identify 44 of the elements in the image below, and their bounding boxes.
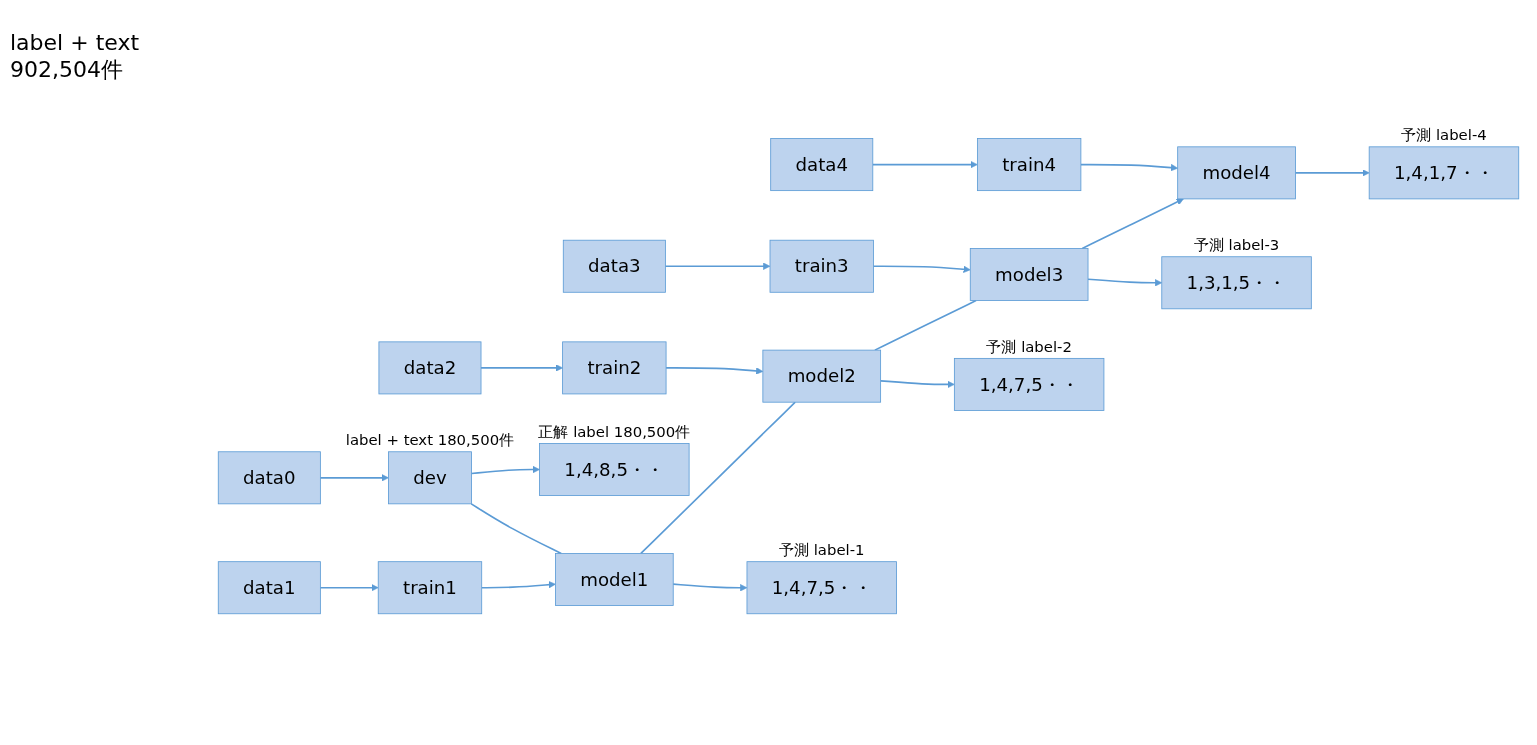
- connector: [874, 299, 977, 351]
- node-box: data2: [378, 341, 482, 395]
- node-box: data0: [217, 451, 321, 505]
- node-box: 1,4,7,5・・: [953, 357, 1105, 411]
- node-caption: 予測 label-4: [1401, 126, 1487, 145]
- arrow: [480, 581, 556, 589]
- node-box: dev: [388, 451, 472, 505]
- arrow: [879, 380, 955, 389]
- node-caption: 予測 label-1: [779, 541, 865, 560]
- arrow: [319, 584, 379, 592]
- arrow: [872, 265, 971, 273]
- arrow: [665, 367, 764, 375]
- arrow: [672, 583, 748, 592]
- node-box: model4: [1177, 146, 1296, 200]
- connector: [470, 503, 563, 555]
- arrow: [1081, 198, 1184, 250]
- arrow: [1294, 169, 1370, 177]
- node-box: model3: [969, 248, 1089, 301]
- stack-caption: label + text 902,504件: [10, 30, 141, 84]
- node-box: train4: [977, 138, 1082, 192]
- arrow: [470, 465, 540, 475]
- node-box: data3: [562, 239, 666, 293]
- node-caption: 正解 label 180,500件: [538, 422, 691, 441]
- node-box: model2: [762, 349, 882, 403]
- node-caption: 予測 label-2: [986, 337, 1072, 356]
- node-box: data1: [217, 561, 321, 615]
- node-box: 1,4,7,5・・: [746, 561, 897, 615]
- arrow: [480, 364, 563, 372]
- node-box: 1,4,1,7・・: [1368, 146, 1520, 200]
- node-box: train3: [769, 239, 874, 293]
- node-box: model1: [555, 553, 674, 606]
- node-caption: 予測 label-3: [1193, 236, 1280, 255]
- node-box: train1: [377, 561, 483, 615]
- arrow: [319, 474, 389, 482]
- node-box: 1,3,1,5・・: [1161, 256, 1312, 310]
- arrow: [1080, 163, 1178, 172]
- connector: [640, 401, 796, 555]
- node-box: data4: [770, 138, 874, 192]
- node-box: 1,4,8,5・・: [539, 443, 690, 496]
- arrow: [871, 160, 978, 169]
- arrow: [664, 262, 771, 270]
- node-caption: label + text 180,500件: [345, 431, 515, 450]
- arrow: [1087, 278, 1163, 287]
- node-box: train2: [562, 341, 667, 395]
